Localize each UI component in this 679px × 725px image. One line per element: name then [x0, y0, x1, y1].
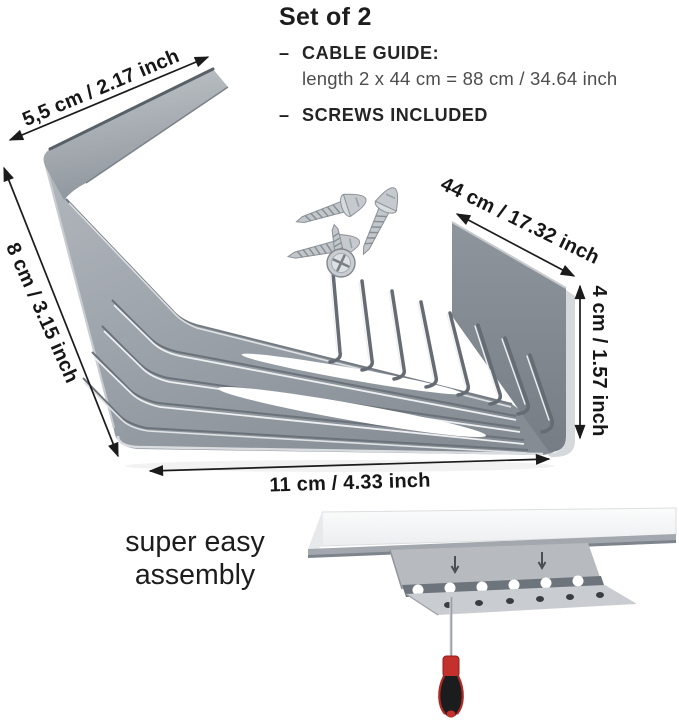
- mounted-cable-guide: [389, 543, 637, 616]
- assembly-view: [308, 507, 677, 718]
- bullet-screws-included: – SCREWS INCLUDED: [279, 104, 675, 127]
- arrow-top-flange: [8, 56, 210, 141]
- screw-indicator: [450, 552, 547, 574]
- bullet-dash: –: [279, 104, 290, 125]
- arrow-side-height: [3, 166, 119, 458]
- screwdriver: [438, 597, 464, 718]
- slot-fingers: [328, 270, 555, 434]
- front-facing-screw: [326, 223, 356, 278]
- bullet-dash: –: [279, 43, 290, 63]
- cable-guide-length-detail: length 2 x 44 cm = 88 cm / 34.64 inch: [302, 67, 618, 89]
- assembly-caption-line1: super easy: [125, 526, 265, 558]
- bullet-cable-guide-label: CABLE GUIDE:: [302, 43, 440, 63]
- bullet-cable-guide: – CABLE GUIDE:: [279, 42, 675, 65]
- set-count-title: Set of 2: [279, 3, 372, 31]
- dimension-label-lip-height: 4 cm / 1.57 inch: [588, 285, 610, 437]
- slot-openings: [218, 353, 486, 438]
- assembly-caption: super easy assembly: [75, 526, 315, 593]
- bullet-screws-label: SCREWS INCLUDED: [302, 104, 489, 125]
- cable-guide-product: [43, 67, 575, 472]
- screws-cluster: [284, 182, 406, 278]
- end-cap-outer-edge: [546, 290, 575, 458]
- assembly-caption-line2: assembly: [134, 559, 256, 592]
- arrow-bottom-width: [148, 453, 551, 477]
- arrow-length: [455, 213, 576, 277]
- info-panel: Set of 2 – CABLE GUIDE: length 2 x 44 cm…: [279, 3, 675, 126]
- dimension-arrows: [3, 56, 586, 477]
- channel-ribs: [82, 299, 529, 454]
- end-cap: [452, 222, 566, 452]
